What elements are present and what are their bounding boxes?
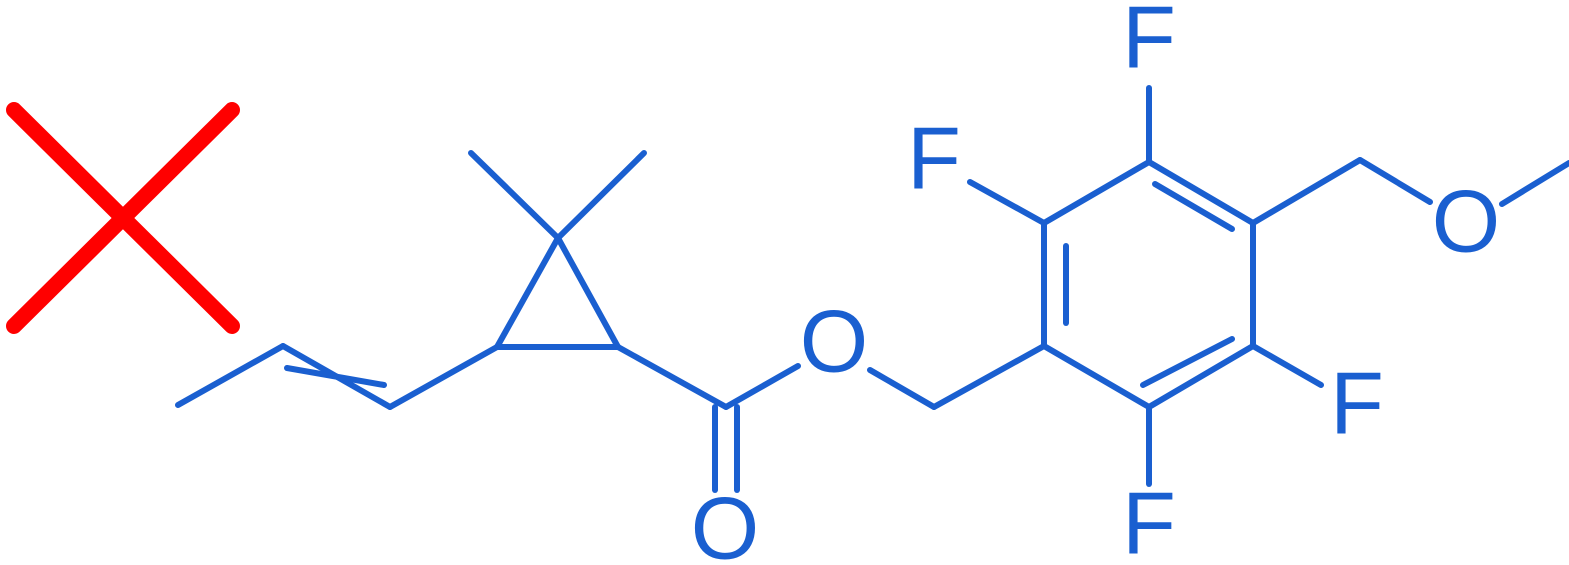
- bond-ring-inner-upper-right: [1152, 181, 1235, 232]
- carbonyl-oxygen-label: O: [691, 478, 759, 565]
- fluorine-bottom-label: F: [1122, 473, 1176, 565]
- bond-ether-oxygen-to-methyl: [1499, 160, 1569, 207]
- tetrafluorobenzene-ring: [967, 85, 1324, 487]
- fluorine-right-label: F: [1330, 353, 1384, 452]
- ether-oxygen-label: O: [1432, 171, 1500, 270]
- bond-f-right: [1250, 343, 1324, 388]
- bond-gem-methyl-right: [555, 150, 647, 241]
- bond-ring-upper-left: [1041, 159, 1152, 226]
- bond-cp-left: [494, 235, 561, 350]
- bond-f-top-left: [967, 179, 1047, 226]
- ester-oxygen-label: O: [800, 291, 868, 390]
- bond-oxygen-to-ch2: [867, 367, 937, 410]
- bond-ch2-to-benzene: [931, 343, 1047, 410]
- bond-ring-lower-right: [1146, 343, 1256, 410]
- bond-ch2-to-ether-oxygen: [1357, 157, 1433, 205]
- bond-ring-to-carbonyl: [615, 344, 729, 410]
- cross-stroke-2: [6, 102, 240, 334]
- bond-ring-inner-lower-right: [1140, 336, 1235, 388]
- bond-ring-upper-right: [1146, 159, 1256, 226]
- fluorine-top-label: F: [1122, 0, 1176, 86]
- bond-alkene-to-ring: [387, 344, 500, 410]
- cyclopropane-ring: [468, 150, 647, 350]
- propenyl-chain: [175, 343, 500, 410]
- bond-ring-lower-left: [1041, 343, 1152, 410]
- bond-ring-to-ch2: [1250, 157, 1363, 226]
- methoxymethyl-branch: [1250, 157, 1569, 226]
- red-x-cross-icon: [6, 102, 240, 334]
- bond-cp-right: [555, 235, 621, 350]
- bond-gem-methyl-left: [468, 150, 561, 241]
- ester-group: [615, 343, 1047, 493]
- fluorine-top-left-label: F: [907, 108, 961, 207]
- bond-carbonyl-to-oxygen: [723, 363, 801, 410]
- bond-methyl-propenyl: [175, 343, 286, 408]
- bond-alkene-double-inner: [284, 365, 387, 388]
